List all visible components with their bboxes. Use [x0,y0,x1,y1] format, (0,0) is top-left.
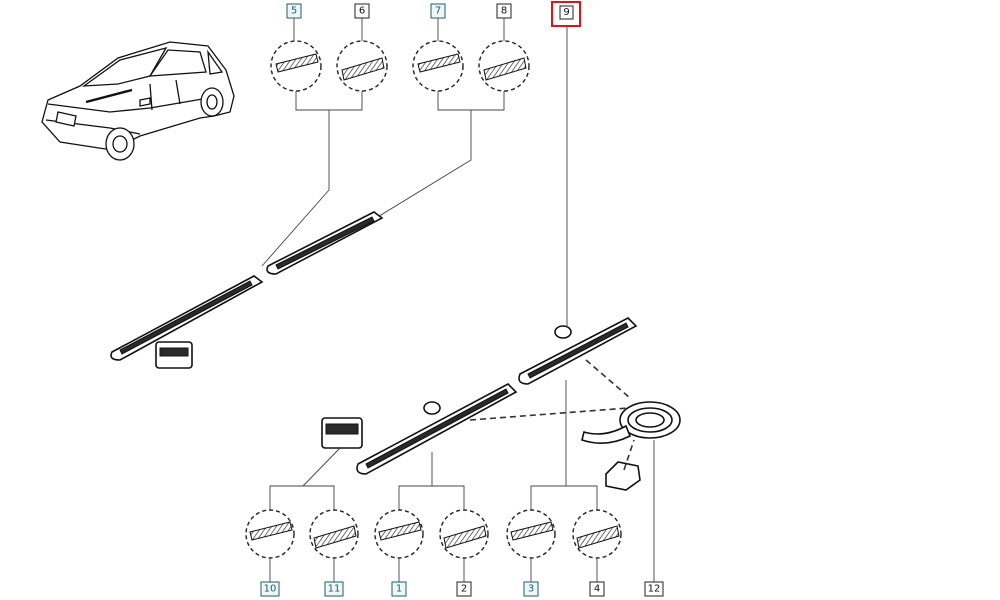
grommet-rear [554,325,572,339]
inset-bottom-group-a [245,485,359,582]
inset-bottom-group-c [506,485,622,582]
inset-circle-7 [412,40,464,92]
leader-10-11 [302,447,341,487]
callout-1[interactable]: 1 [391,581,407,597]
svg-text:12: 12 [648,584,661,595]
callout-5[interactable]: 5 [286,3,302,41]
inset-top-group-a [261,40,388,267]
dashed-link-tape-rear [585,359,631,399]
car-illustration [41,41,235,161]
inset-top-group-b [375,40,530,219]
callout-2[interactable]: 2 [456,581,472,597]
callout-4[interactable]: 4 [589,581,605,597]
upper-rear-moulding [110,275,264,361]
lower-clip [321,417,363,449]
grommet-front [423,401,441,415]
svg-text:10: 10 [264,584,277,595]
inset-circle-5 [270,40,322,92]
inset-bottom-group-b [374,485,489,582]
svg-text:4: 4 [594,584,600,595]
inset-circle-10 [245,509,295,559]
svg-text:2: 2 [461,584,467,595]
inset-circle-1 [374,509,424,559]
callout-8[interactable]: 8 [496,3,512,41]
callout-9-highlight [551,1,581,27]
callout-12[interactable]: 12 [644,581,664,597]
lower-rear-moulding [518,317,638,385]
svg-text:5: 5 [291,6,297,17]
svg-text:9: 9 [563,7,569,18]
inset-circle-2 [439,509,489,559]
inset-circle-6 [336,40,388,92]
upper-front-moulding [266,211,384,275]
svg-text:11: 11 [328,584,341,595]
callout-9[interactable]: 9 [551,1,581,27]
inset-circle-3 [506,509,556,559]
inset-circle-8 [478,40,530,92]
callout-11[interactable]: 11 [324,581,344,597]
tape-roll [581,401,681,491]
upper-clip [155,341,193,369]
callout-7[interactable]: 7 [430,3,446,41]
svg-text:7: 7 [435,6,441,17]
svg-text:1: 1 [396,584,402,595]
svg-text:3: 3 [528,584,534,595]
callout-10[interactable]: 10 [260,581,280,597]
dashed-link-tape-front [469,407,629,421]
svg-text:8: 8 [501,6,507,17]
callout-6[interactable]: 6 [354,3,370,41]
svg-text:6: 6 [359,6,365,17]
callout-3[interactable]: 3 [523,581,539,597]
lower-front-moulding [356,383,518,475]
dashed-link-tape-clip [623,439,635,471]
inset-circle-11 [309,509,359,559]
inset-circle-4 [572,509,622,559]
